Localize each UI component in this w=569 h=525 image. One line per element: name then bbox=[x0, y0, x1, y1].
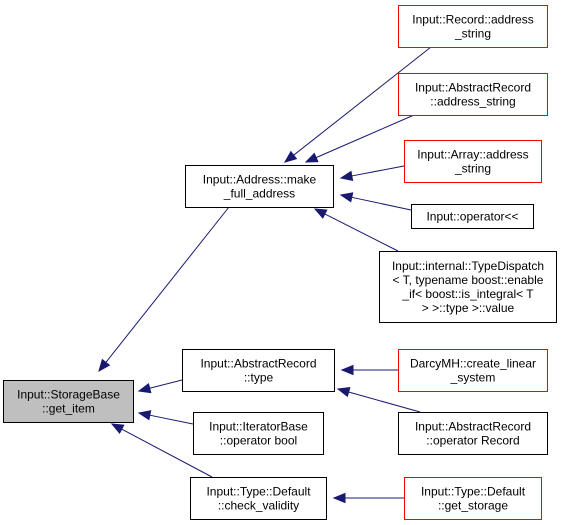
edge-line bbox=[315, 114, 415, 159]
edge-line bbox=[348, 391, 421, 413]
node-label-line: _if< boost::is_integral< T bbox=[401, 287, 534, 301]
edge-address-make-full-address-to-storagebase-get-item bbox=[98, 206, 230, 373]
node-label-line: Input::IteratorBase bbox=[209, 420, 308, 434]
node-box bbox=[185, 165, 334, 208]
node-label-line: Input::Address::make bbox=[203, 173, 317, 187]
node-label-line: Input::AbstractRecord bbox=[200, 357, 316, 371]
arrowhead-icon bbox=[339, 192, 354, 203]
node-label-line: ::check_validity bbox=[218, 499, 299, 513]
edge-line bbox=[105, 206, 230, 363]
edge-abstractrecord-operator-record-to-abstractrecord-type bbox=[336, 387, 421, 413]
node-label-line: Input::AbstractRecord bbox=[415, 420, 531, 434]
node-label-line: ::operator bool bbox=[220, 434, 297, 448]
node-storagebase-get-item: Input::StorageBase::get_item bbox=[3, 380, 134, 423]
arrowhead-icon bbox=[137, 383, 152, 394]
node-abstractrecord-operator-record[interactable]: Input::AbstractRecord::operator Record bbox=[398, 412, 548, 455]
arrowhead-icon bbox=[313, 208, 328, 219]
node-label-line: < T, typename boost::enable bbox=[393, 273, 544, 287]
edge-line bbox=[351, 196, 412, 211]
node-record-address-string[interactable]: Input::Record::address_string bbox=[398, 5, 548, 48]
arrowhead-icon bbox=[137, 410, 152, 421]
nodes-layer: Input::StorageBase::get_item Input::Addre… bbox=[3, 5, 557, 520]
edge-operator-lshift-to-address-make-full-address bbox=[339, 192, 412, 211]
node-label-line: Input::Record::address bbox=[412, 13, 533, 27]
edge-array-address-string-to-address-make-full-address bbox=[339, 165, 405, 182]
node-label-line: Input::Type::Default bbox=[421, 485, 526, 499]
edge-line bbox=[121, 428, 213, 478]
edge-line bbox=[324, 213, 399, 252]
node-darcymh-create-linear-system[interactable]: DarcyMH::create_linear_system bbox=[398, 349, 548, 392]
node-box bbox=[404, 140, 542, 183]
edge-type-default-check-validity-to-storagebase-get-item bbox=[110, 423, 213, 478]
node-box bbox=[193, 412, 324, 455]
edge-typedispatch-value-to-address-make-full-address bbox=[313, 208, 399, 252]
node-label-line: ::get_item bbox=[42, 402, 95, 416]
node-array-address-string[interactable]: Input::Array::address_string bbox=[404, 140, 542, 183]
node-box bbox=[3, 380, 134, 423]
node-box bbox=[379, 251, 557, 323]
edge-line bbox=[149, 379, 183, 389]
arrowhead-icon bbox=[98, 358, 111, 373]
node-box bbox=[190, 477, 327, 520]
node-label-line: Input::StorageBase bbox=[17, 388, 120, 402]
node-label-line: _system bbox=[450, 371, 496, 385]
edge-iteratorbase-operator-bool-to-storagebase-get-item bbox=[137, 410, 194, 425]
node-address-make-full-address[interactable]: Input::Address::make_full_address bbox=[185, 165, 334, 208]
node-type-default-get-storage[interactable]: Input::Type::Default::get_storage bbox=[404, 477, 542, 520]
edge-darcymh-create-linear-system-to-abstractrecord-type bbox=[340, 364, 398, 376]
edge-line bbox=[149, 414, 194, 425]
node-label-line: _full_address bbox=[223, 187, 295, 201]
node-box bbox=[404, 477, 542, 520]
edge-record-address-string-to-address-make-full-address bbox=[283, 46, 432, 163]
node-abstractrecord-type[interactable]: Input::AbstractRecord::type bbox=[182, 349, 335, 392]
edge-line bbox=[293, 46, 432, 156]
node-label-line: > >::type >::value bbox=[422, 301, 515, 315]
arrowhead-icon bbox=[110, 423, 125, 434]
node-label-line: Input::AbstractRecord bbox=[415, 81, 531, 95]
node-label-line: _string bbox=[454, 27, 491, 41]
node-label-line: ::get_storage bbox=[438, 499, 508, 513]
node-label-line: Input::internal::TypeDispatch bbox=[392, 259, 544, 273]
edge-type-default-get-storage-to-type-default-check-validity bbox=[332, 492, 404, 504]
node-abstractrecord-address-string[interactable]: Input::AbstractRecord::address_string bbox=[398, 73, 548, 116]
node-label-line: DarcyMH::create_linear bbox=[410, 357, 536, 371]
node-operator-lshift[interactable]: Input::operator<< bbox=[411, 204, 534, 229]
arrowhead-icon bbox=[340, 364, 354, 376]
node-typedispatch-value[interactable]: Input::internal::TypeDispatch< T, typena… bbox=[379, 251, 557, 323]
edge-abstractrecord-address-string-to-address-make-full-address bbox=[304, 114, 415, 163]
node-label-line: _string bbox=[454, 162, 491, 176]
edges-layer bbox=[98, 46, 432, 504]
arrowhead-icon bbox=[332, 492, 346, 504]
node-iteratorbase-operator-bool[interactable]: Input::IteratorBase::operator bool bbox=[193, 412, 324, 455]
node-box bbox=[398, 5, 548, 48]
node-label-line: Input::Array::address bbox=[417, 148, 528, 162]
node-box bbox=[411, 204, 534, 229]
node-label-line: ::type bbox=[244, 371, 274, 385]
node-box bbox=[182, 349, 335, 392]
arrowhead-icon bbox=[283, 150, 298, 163]
node-label-line: Input::Type::Default bbox=[206, 485, 311, 499]
node-box bbox=[398, 73, 548, 116]
arrowhead-icon bbox=[304, 152, 319, 163]
node-label-line: Input::operator<< bbox=[426, 210, 518, 224]
node-box bbox=[398, 349, 548, 392]
node-label-line: ::operator Record bbox=[426, 434, 519, 448]
node-type-default-check-validity[interactable]: Input::Type::Default::check_validity bbox=[190, 477, 327, 520]
edge-abstractrecord-type-to-storagebase-get-item bbox=[137, 379, 183, 394]
node-label-line: ::address_string bbox=[430, 95, 515, 109]
arrowhead-icon bbox=[339, 170, 354, 182]
arrowhead-icon bbox=[336, 387, 351, 398]
node-box bbox=[398, 412, 548, 455]
edge-line bbox=[351, 165, 405, 177]
